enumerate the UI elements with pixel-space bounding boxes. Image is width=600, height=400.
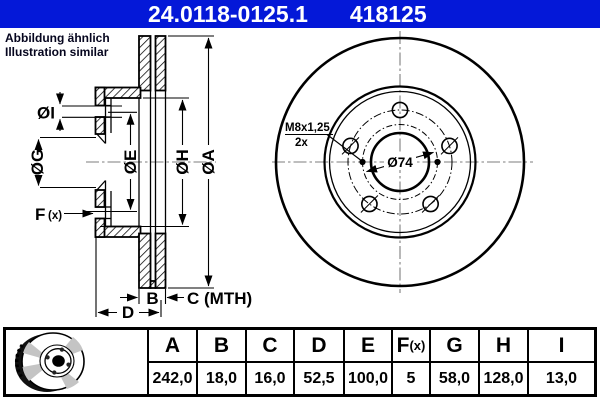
section-view: ØI ØG ØE ØH [28, 35, 252, 322]
front-view: M8x1,25 2x Ø74 [272, 31, 533, 293]
value-i: 13,0 [529, 363, 594, 394]
value-h: 128,0 [480, 363, 527, 394]
col-header-d: D [295, 330, 343, 361]
title-bar: 24.0118-0125.1 418125 [0, 0, 600, 28]
col-header-g: G [431, 330, 478, 361]
label-thread-qty: 2x [295, 137, 308, 149]
note-line-en: Illustration similar [5, 45, 109, 59]
label-c-mth: C (MTH) [187, 289, 252, 308]
value-d: 52,5 [295, 363, 343, 394]
col-header-e: E [345, 330, 391, 361]
value-fx: 5 [393, 363, 429, 394]
thread-leader [326, 134, 361, 161]
value-g: 58,0 [431, 363, 478, 394]
col-header-h: H [480, 330, 527, 361]
value-a: 242,0 [149, 363, 196, 394]
note-line-de: Abbildung ähnlich [5, 31, 110, 45]
label-f: F [35, 205, 45, 224]
label-hub-bore: Ø74 [387, 155, 413, 170]
technical-drawing: ØI ØG ØE ØH [28, 31, 533, 322]
outer-diameter-circle [274, 36, 526, 288]
col-header-b: B [198, 330, 245, 361]
part-number: 24.0118-0125.1 [148, 0, 308, 27]
disc-cross-section [94, 35, 167, 289]
hat-outer-circle [323, 85, 477, 239]
hat-inner-circle [328, 90, 472, 234]
dimension-table: A B C D E F(x) G H I 242,0 18,0 16,0 52,… [3, 327, 597, 397]
col-header-a: A [149, 330, 196, 361]
label-dia-i: ØI [37, 104, 55, 123]
label-f-suffix: (x) [48, 210, 62, 222]
label-d: D [122, 303, 134, 322]
label-dia-h: ØH [173, 149, 192, 175]
label-dia-e: ØE [121, 150, 140, 175]
label-b: B [146, 289, 158, 308]
value-c: 16,0 [247, 363, 293, 394]
disc-thumbnail-cell [6, 330, 147, 394]
col-header-i: I [529, 330, 594, 361]
m8-hole-left [359, 158, 366, 166]
bolt-holes [342, 101, 458, 213]
label-dia-a: ØA [199, 149, 218, 175]
center-bore-circle [369, 131, 431, 193]
similarity-note: Abbildung ähnlich Illustration similar [5, 31, 110, 59]
value-b: 18,0 [198, 363, 245, 394]
value-e: 100,0 [345, 363, 391, 394]
col-header-fx: F(x) [393, 330, 429, 361]
catalog-number: 418125 [349, 0, 427, 27]
label-thread: M8x1,25 [285, 122, 330, 134]
col-header-c: C [247, 330, 293, 361]
bolt-circle [347, 109, 453, 215]
m8-hole-right [434, 158, 441, 166]
label-dia-g: ØG [28, 149, 47, 175]
disc-thumbnail-image [15, 332, 85, 392]
